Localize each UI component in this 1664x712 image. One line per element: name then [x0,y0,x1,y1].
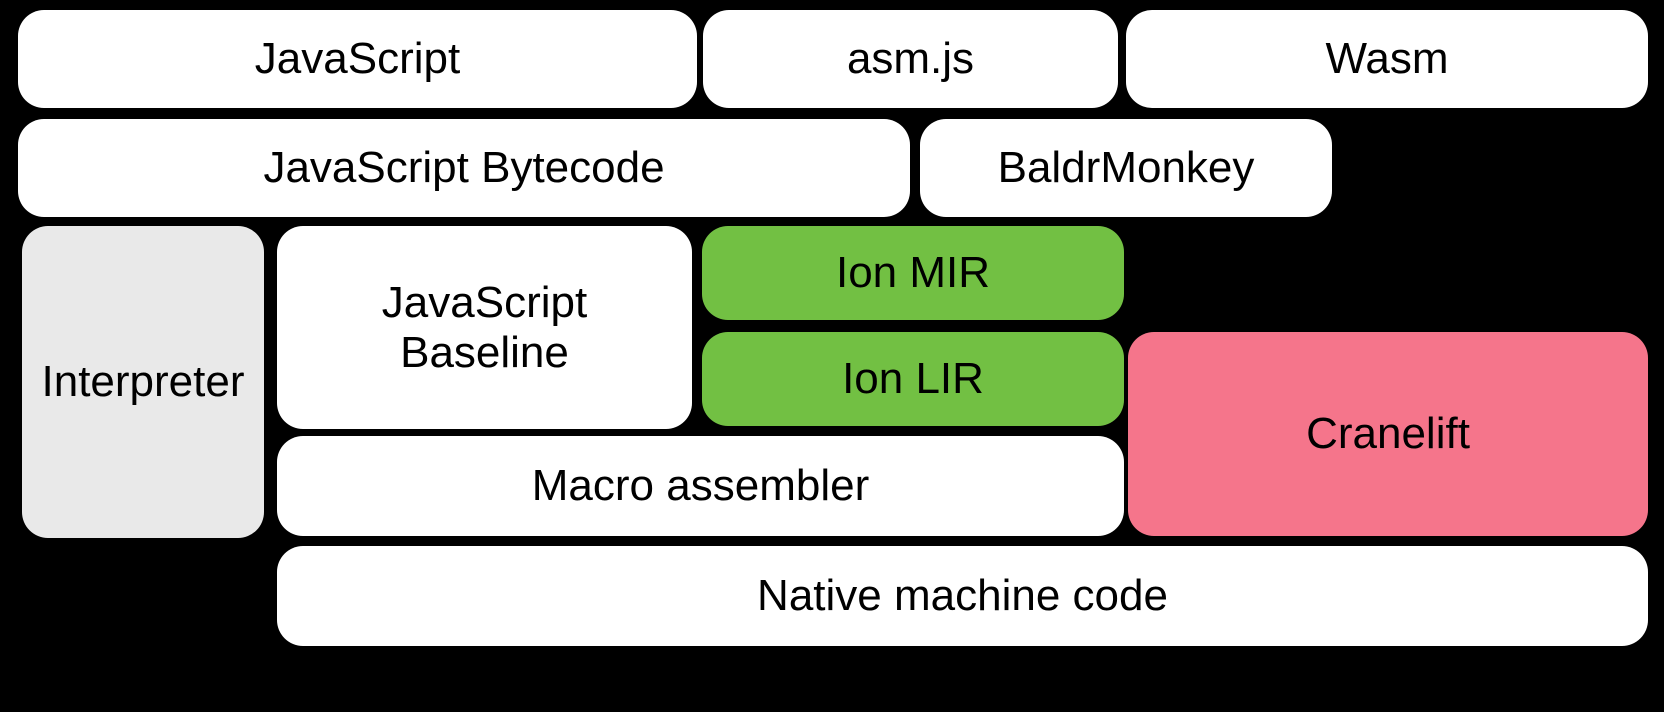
node-javascript: JavaScript [18,10,697,108]
node-ion-mir: Ion MIR [702,226,1124,320]
node-wasm: Wasm [1126,10,1648,108]
node-interpreter: Interpreter [22,226,264,538]
node-javascript-bytecode: JavaScript Bytecode [18,119,910,217]
node-macro-assembler: Macro assembler [277,436,1124,536]
node-javascript-baseline: JavaScript Baseline [277,226,692,429]
node-asm-js: asm.js [703,10,1118,108]
node-native-machine-code: Native machine code [277,546,1648,646]
node-ion-lir: Ion LIR [702,332,1124,426]
node-cranelift: Cranelift [1128,332,1648,536]
node-baldrmonkey: BaldrMonkey [920,119,1332,217]
